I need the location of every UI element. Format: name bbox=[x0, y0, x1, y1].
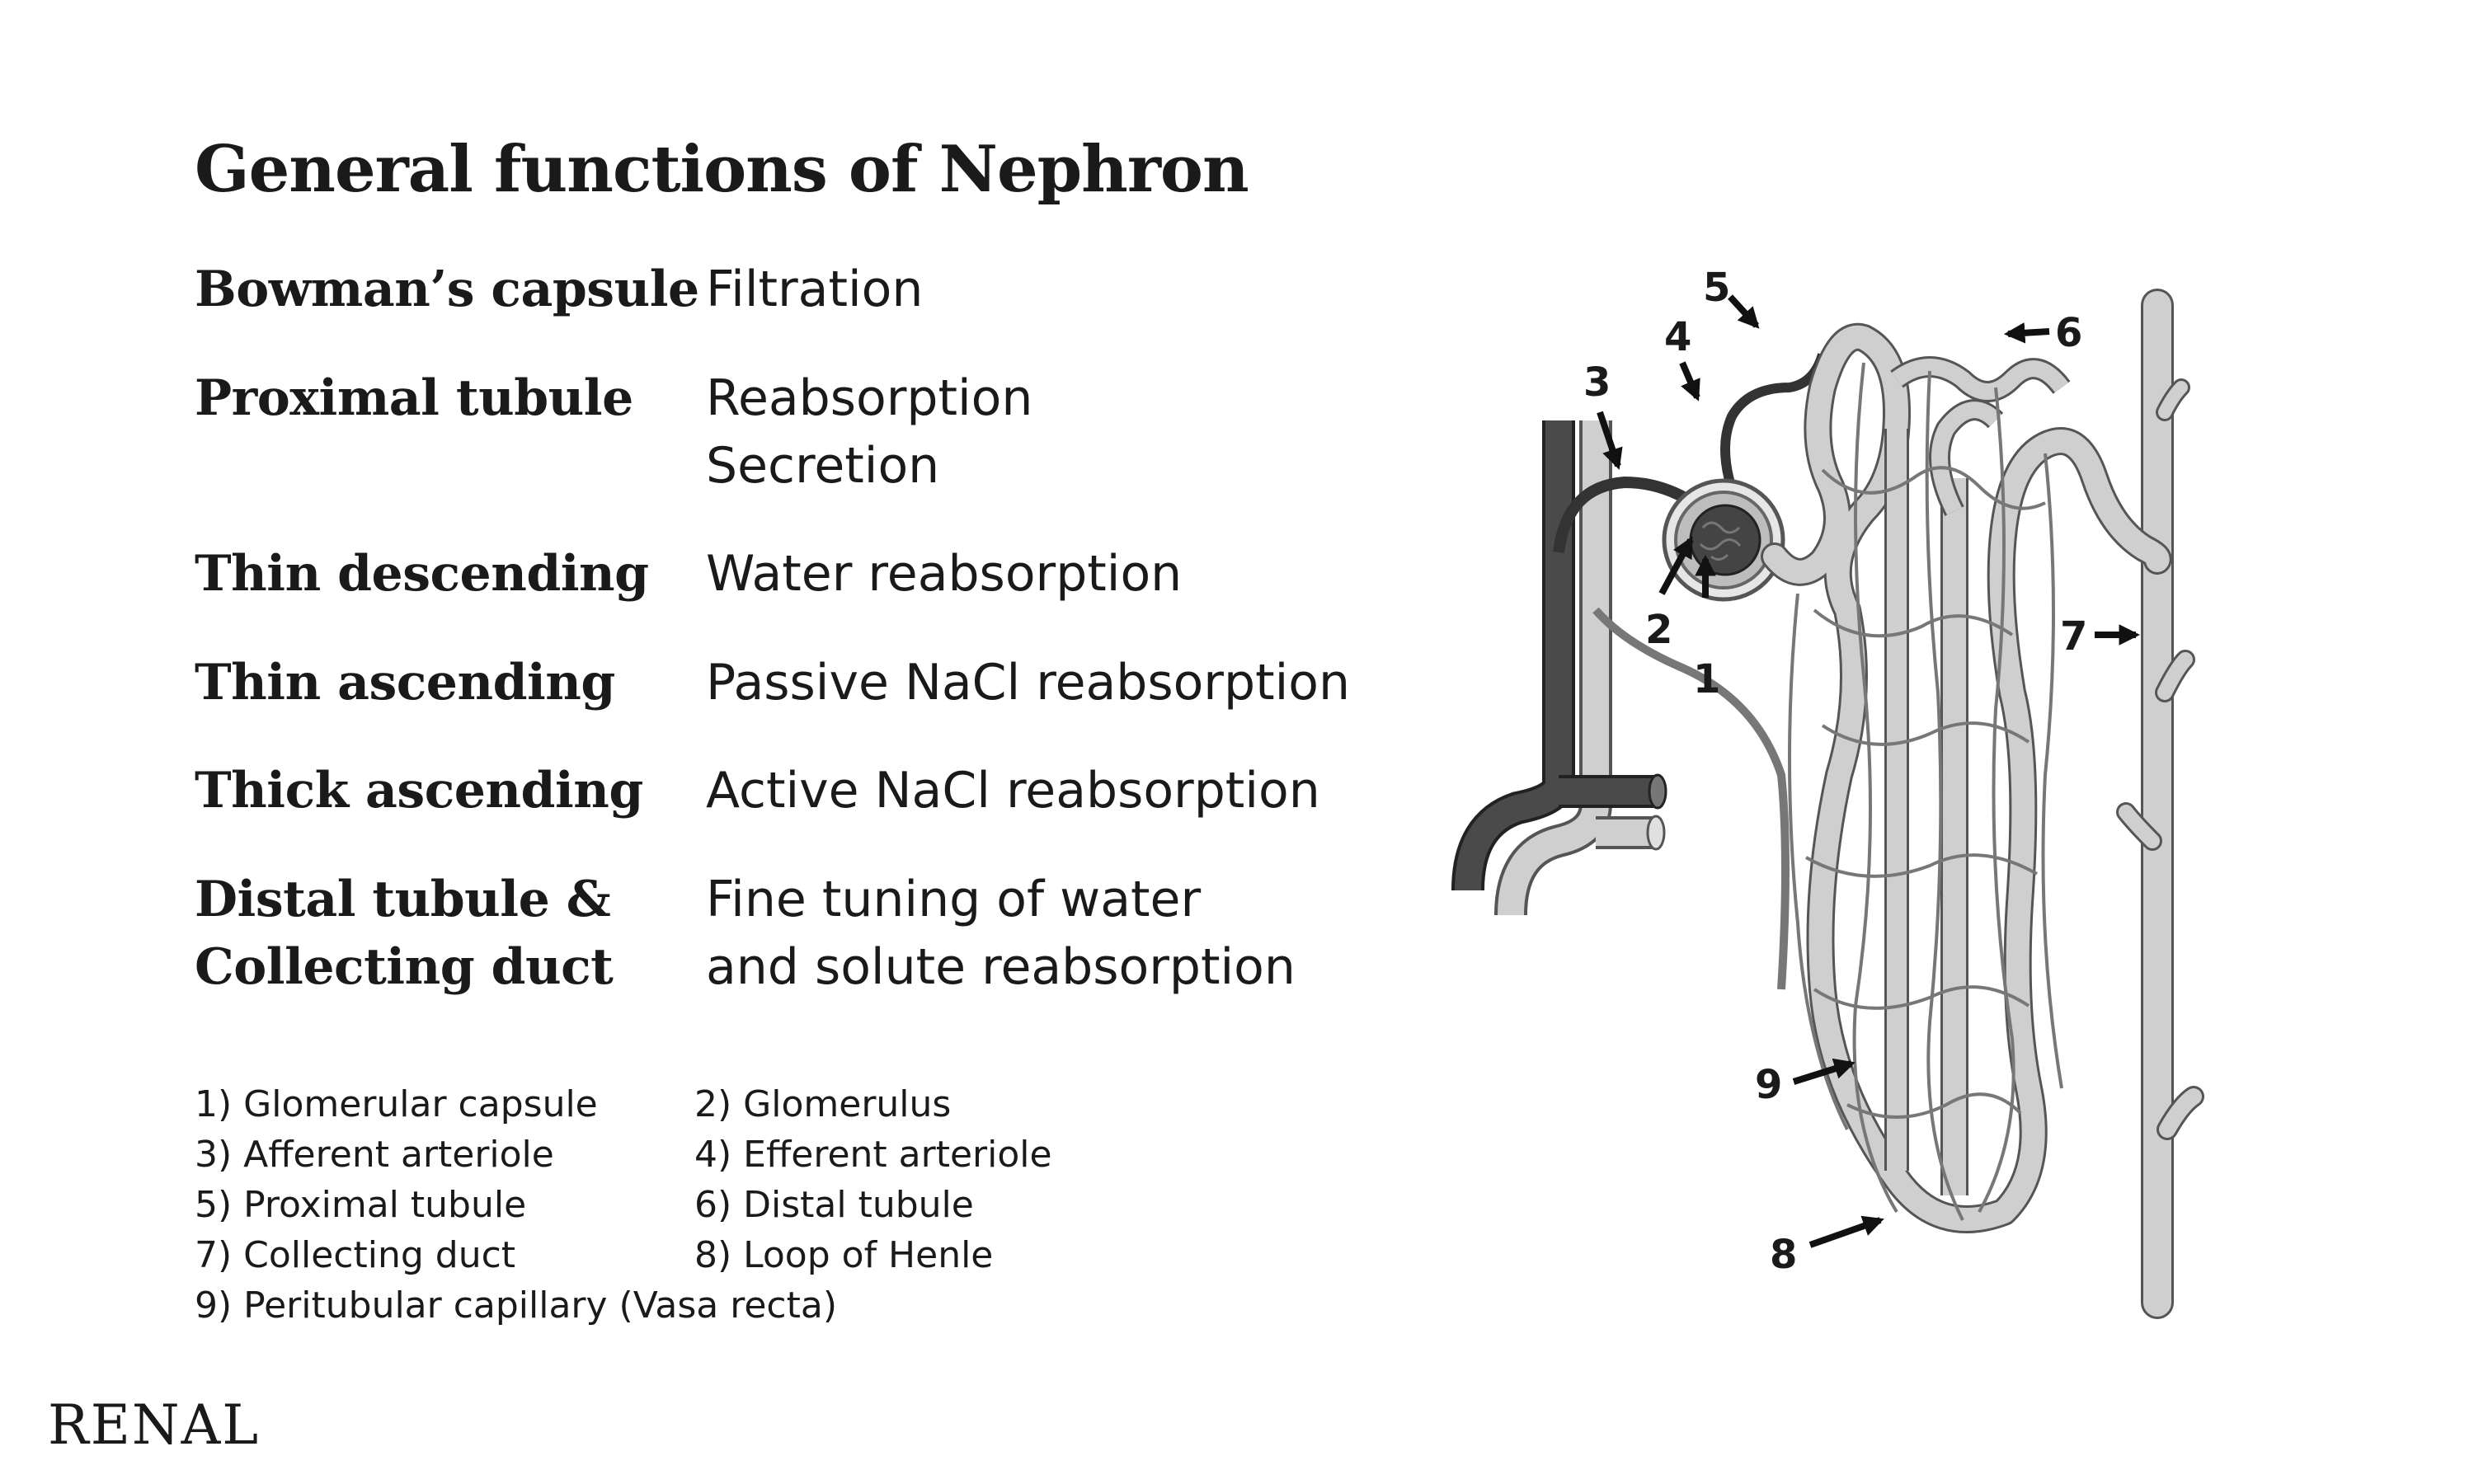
segment-name: Thin descending bbox=[195, 545, 649, 603]
segment-function: Fine tuning of water and solute reabsorp… bbox=[706, 871, 1296, 996]
legend-item-loop-of-henle: 8) Loop of Henle bbox=[694, 1234, 994, 1276]
segment-name: Thick ascending bbox=[195, 762, 643, 819]
legend-item-proximal-tubule: 5) Proximal tubule bbox=[195, 1184, 527, 1226]
legend-item-glomerular-capsule: 1) Glomerular capsule bbox=[195, 1083, 598, 1125]
segment-name: Distal tubule & Collecting duct bbox=[195, 871, 614, 996]
arterioles-shape bbox=[1553, 353, 1827, 990]
diagram-number-labels: 1 2 3 4 5 6 7 8 9 bbox=[1583, 265, 2087, 1278]
label-6: 6 bbox=[2055, 310, 2082, 356]
legend-item-glomerulus: 2) Glomerulus bbox=[694, 1083, 952, 1125]
peritubular-capillary-shape bbox=[1788, 362, 2063, 1221]
renal-vessels-shape bbox=[1451, 420, 1667, 916]
legend-item-peritubular-capillary: 9) Peritubular capillary (Vasa recta) bbox=[195, 1284, 838, 1327]
label-9: 9 bbox=[1755, 1062, 1782, 1108]
segment-name: Proximal tubule bbox=[195, 369, 633, 427]
footer-section-label: RENAL bbox=[48, 1393, 261, 1457]
label-2: 2 bbox=[1645, 607, 1672, 653]
page-title: General functions of Nephron bbox=[195, 132, 1249, 207]
label-8: 8 bbox=[1770, 1232, 1797, 1278]
segment-name: Thin ascending bbox=[195, 654, 615, 711]
label-1: 1 bbox=[1693, 656, 1720, 702]
label-3: 3 bbox=[1583, 359, 1611, 406]
segment-function: Active NaCl reabsorption bbox=[706, 762, 1320, 819]
glomerulus-shape bbox=[1662, 478, 1785, 602]
segment-function: Water reabsorption bbox=[706, 545, 1183, 603]
segment-function: Passive NaCl reabsorption bbox=[706, 654, 1350, 711]
label-7: 7 bbox=[2060, 613, 2087, 660]
tubule-shape bbox=[1761, 322, 2172, 1233]
collecting-duct-shape bbox=[2116, 289, 2204, 1319]
nephron-diagram: 1 2 3 4 5 6 7 8 9 bbox=[1451, 265, 2204, 1319]
legend-item-efferent-arteriole: 4) Efferent arteriole bbox=[694, 1134, 1052, 1176]
segment-function: Filtration bbox=[706, 261, 924, 318]
legend-item-afferent-arteriole: 3) Afferent arteriole bbox=[195, 1134, 554, 1176]
label-arrows bbox=[1597, 294, 2141, 1248]
segment-name: Bowman’s capsule bbox=[195, 261, 699, 318]
legend-item-collecting-duct: 7) Collecting duct bbox=[195, 1234, 516, 1276]
label-5: 5 bbox=[1703, 265, 1730, 311]
legend-item-distal-tubule: 6) Distal tubule bbox=[694, 1184, 974, 1226]
segment-function: Reabsorption Secretion bbox=[706, 369, 1033, 495]
label-4: 4 bbox=[1664, 314, 1691, 360]
